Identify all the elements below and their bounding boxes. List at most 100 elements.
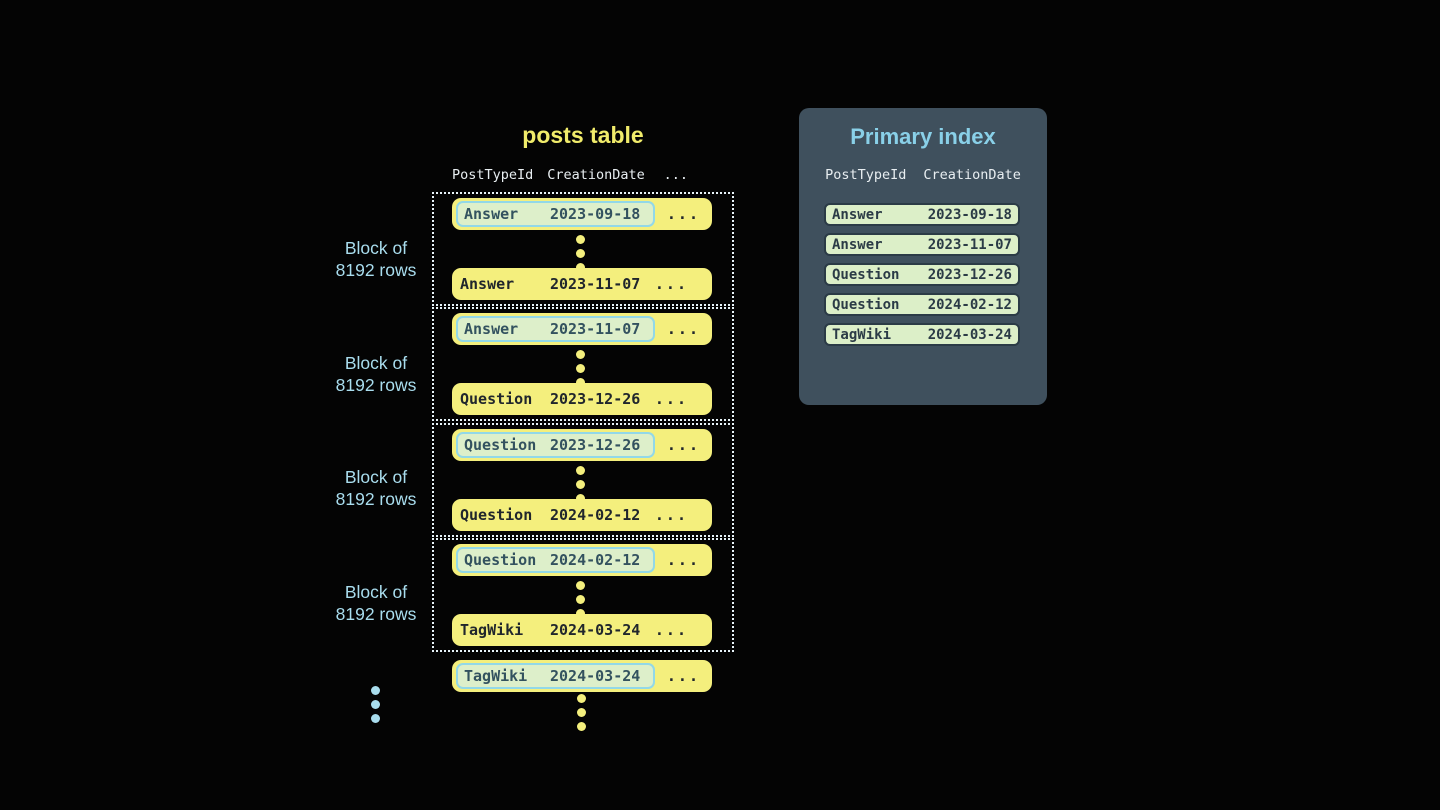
cell-posttypeid: Question [464, 551, 537, 569]
cell-creationdate: 2024-03-24 [550, 667, 641, 685]
table-row: Answer 2023-09-18 ... [452, 198, 712, 230]
block-label-line: 8192 rows [335, 259, 417, 280]
primary-index-column-headers: PostTypeId CreationDate [799, 167, 1047, 183]
index-entry: TagWiki 2024-03-24 [824, 323, 1020, 346]
table-row-next-block: TagWiki 2024-03-24 ... [452, 660, 712, 692]
cell-creationdate: 2023-12-26 [550, 390, 641, 408]
column-header-creationdate: CreationDate [923, 167, 1021, 183]
dot [576, 263, 585, 272]
block-4-label: Block of 8192 rows [306, 582, 446, 625]
dot [576, 609, 585, 618]
dot [576, 235, 585, 244]
block-3: Question 2023-12-26 ... Question 2024-02… [432, 423, 734, 537]
block-2: Answer 2023-11-07 ... Question 2023-12-2… [432, 307, 734, 421]
row-ellipsis: ... [654, 621, 688, 639]
cell-creationdate: 2023-11-07 [927, 236, 1012, 253]
cell-posttypeid: Question [460, 506, 533, 524]
block-4: Question 2024-02-12 ... TagWiki 2024-03-… [432, 538, 734, 652]
cell-posttypeid: Answer [460, 275, 515, 293]
cell-posttypeid: Answer [464, 205, 519, 223]
cell-creationdate: 2023-09-18 [927, 206, 1012, 223]
dot [576, 466, 585, 475]
dot [576, 249, 585, 258]
row-ellipsis: ... [654, 506, 688, 524]
dot [576, 494, 585, 503]
dot [576, 581, 585, 590]
block-label-line: 8192 rows [335, 374, 417, 395]
dot [576, 595, 585, 604]
column-header-creationdate: CreationDate [547, 167, 645, 183]
dot [576, 378, 585, 387]
cell-creationdate: 2023-11-07 [550, 320, 641, 338]
cell-creationdate: 2023-09-18 [550, 205, 641, 223]
block-label-line: Block of [344, 353, 408, 373]
rows-omitted-dots [576, 235, 585, 272]
indexed-row-highlight: TagWiki 2024-03-24 [456, 663, 655, 689]
table-row: Question 2024-02-12 ... [452, 544, 712, 576]
row-ellipsis: ... [666, 320, 700, 338]
column-header-posttypeid: PostTypeId [452, 167, 534, 183]
cell-posttypeid: TagWiki [464, 667, 528, 685]
indexed-row-highlight: Question 2023-12-26 [456, 432, 655, 458]
cell-posttypeid: Question [832, 296, 900, 313]
indexed-row-highlight: Answer 2023-11-07 [456, 316, 655, 342]
dot [371, 700, 380, 709]
cell-posttypeid: Answer [832, 236, 883, 253]
cell-creationdate: 2024-02-12 [927, 296, 1012, 313]
table-row: Question 2023-12-26 ... [452, 429, 712, 461]
rows-omitted-dots [576, 350, 585, 387]
dot [577, 708, 586, 717]
cell-creationdate: 2023-12-26 [550, 436, 641, 454]
row-ellipsis: ... [666, 205, 700, 223]
cell-posttypeid: TagWiki [460, 621, 524, 639]
table-continues-dots [577, 694, 586, 731]
row-ellipsis: ... [654, 390, 688, 408]
cell-creationdate: 2023-12-26 [927, 266, 1012, 283]
cell-posttypeid: Answer [832, 206, 883, 223]
dot [576, 480, 585, 489]
cell-posttypeid: Question [464, 436, 537, 454]
row-ellipsis: ... [666, 436, 700, 454]
posts-table-title: posts table [522, 122, 644, 148]
block-label-line: Block of [344, 582, 408, 602]
cell-posttypeid: Answer [464, 320, 519, 338]
index-entry: Question 2023-12-26 [824, 263, 1020, 286]
dot [576, 364, 585, 373]
dot [371, 714, 380, 723]
cell-creationdate: 2024-02-12 [550, 551, 641, 569]
cell-creationdate: 2024-03-24 [550, 621, 641, 639]
block-1-label: Block of 8192 rows [306, 238, 446, 281]
rows-omitted-dots [576, 581, 585, 618]
row-ellipsis: ... [654, 275, 688, 293]
cell-creationdate: 2024-03-24 [927, 326, 1012, 343]
row-ellipsis: ... [666, 551, 700, 569]
block-2-label: Block of 8192 rows [306, 353, 446, 396]
block-label-line: 8192 rows [335, 603, 417, 624]
dot [577, 694, 586, 703]
block-1: Answer 2023-09-18 ... Answer 2023-11-07 … [432, 192, 734, 306]
cell-creationdate: 2024-02-12 [550, 506, 641, 524]
blocks-continue-dots [371, 686, 380, 723]
cell-posttypeid: Question [832, 266, 900, 283]
table-row: Answer 2023-11-07 ... [452, 268, 712, 300]
rows-omitted-dots [576, 466, 585, 503]
index-entry: Question 2024-02-12 [824, 293, 1020, 316]
table-row: TagWiki 2024-03-24 ... [452, 614, 712, 646]
cell-posttypeid: TagWiki [832, 326, 892, 343]
column-header-posttypeid: PostTypeId [825, 167, 907, 183]
dot [577, 722, 586, 731]
block-label-line: Block of [344, 238, 408, 258]
block-label-line: Block of [344, 467, 408, 487]
indexed-row-highlight: Answer 2023-09-18 [456, 201, 655, 227]
posts-table-column-headers: PostTypeId CreationDate ... [452, 167, 700, 183]
cell-creationdate: 2023-11-07 [550, 275, 641, 293]
primary-index-title: Primary index [850, 124, 996, 149]
table-row: Question 2024-02-12 ... [452, 499, 712, 531]
block-3-label: Block of 8192 rows [306, 467, 446, 510]
cell-posttypeid: Question [460, 390, 533, 408]
indexed-row-highlight: Question 2024-02-12 [456, 547, 655, 573]
table-row: Answer 2023-11-07 ... [452, 313, 712, 345]
index-entry: Answer 2023-11-07 [824, 233, 1020, 256]
row-ellipsis: ... [666, 667, 700, 685]
